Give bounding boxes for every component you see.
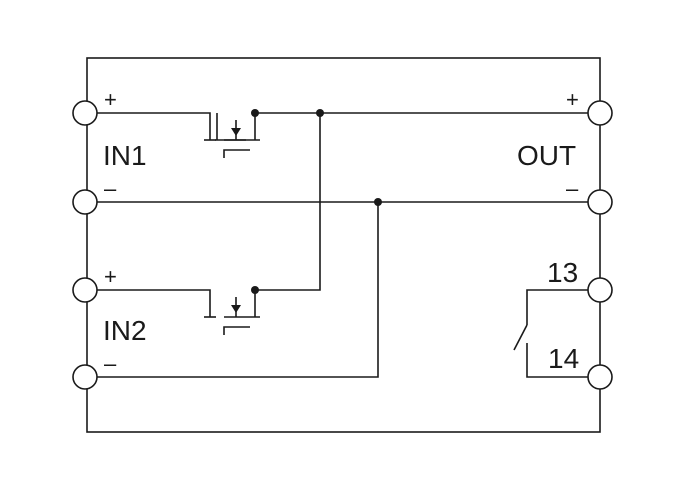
mosfet-2 <box>204 297 260 335</box>
in2-plus-wire <box>97 113 321 317</box>
in2-plus-sign: + <box>104 264 117 289</box>
terminal-out-minus <box>587 189 613 215</box>
terminal-out-plus <box>587 100 613 126</box>
out-label: OUT <box>517 140 576 171</box>
in1-minus-sign: – <box>104 176 117 201</box>
terminal-13-label: 13 <box>547 257 578 288</box>
out-minus-sign: – <box>566 176 579 201</box>
mosfet-1 <box>204 128 260 158</box>
relay-contact-14-wire <box>526 343 600 378</box>
terminal-13 <box>587 277 613 303</box>
relay-contact-13-wire <box>526 289 600 325</box>
in1-label: IN1 <box>103 140 147 171</box>
terminal-in1-minus <box>72 189 98 215</box>
in2-minus-sign: – <box>104 351 117 376</box>
terminal-14 <box>587 364 613 390</box>
relay-contact-switch <box>513 324 528 351</box>
terminal-14-label: 14 <box>548 343 579 374</box>
terminal-in1-plus <box>72 100 98 126</box>
junction-dot <box>316 109 324 117</box>
terminal-in2-minus <box>72 364 98 390</box>
junction-dot <box>374 198 382 206</box>
module-enclosure <box>86 57 601 433</box>
junction-dot <box>251 109 259 117</box>
in2-minus-wire <box>97 202 379 378</box>
out-plus-sign: + <box>566 87 579 112</box>
in1-plus-sign: + <box>104 87 117 112</box>
terminal-in2-plus <box>72 277 98 303</box>
in1-plus-wire <box>97 112 600 141</box>
junction-dot <box>251 286 259 294</box>
in2-label: IN2 <box>103 315 147 346</box>
